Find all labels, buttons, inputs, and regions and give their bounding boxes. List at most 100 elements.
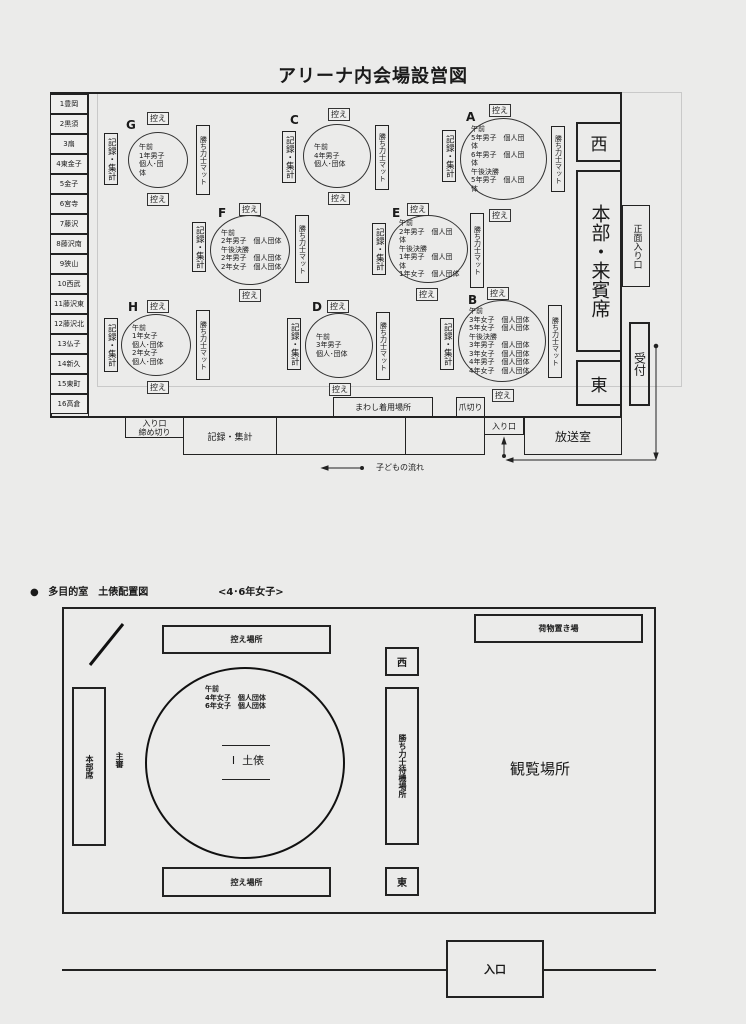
ring-schedule-line: 4年男子 個人団体 <box>469 358 530 366</box>
record-box: 記録・集計 <box>282 131 296 183</box>
ring-schedule-line: 5年女子 個人団体 <box>469 324 530 332</box>
ring-schedule-line: 2年男子 個人団 <box>399 227 453 236</box>
diagonal-mark <box>88 623 125 666</box>
ring-schedule-line: 1年女子 <box>132 332 158 341</box>
west-box: 西 <box>385 647 419 676</box>
waiting-box: 控え <box>416 288 438 301</box>
ring-schedule-line: 4年女子 個人団体 <box>469 366 530 375</box>
waiting-box: 控え <box>487 287 509 300</box>
dohyo-line-bottom <box>222 779 270 780</box>
school-item: 8藤沢南 <box>50 234 88 254</box>
dohyo-ring <box>145 667 345 859</box>
ring-schedule-line: 個人･団体 <box>132 357 164 366</box>
ring-schedule-line: 2年男子 個人団体 <box>221 237 282 246</box>
ring-schedule-line: 4年男子 <box>314 151 340 160</box>
ring-schedule-line: 3年男子 個人団体 <box>469 341 530 349</box>
east-box: 東 <box>385 867 419 896</box>
flow-arrow-head <box>505 457 514 463</box>
children-flow-label: 子どもの流れ <box>376 463 424 472</box>
ring-schedule-line: 体 <box>471 184 478 193</box>
waiting-box: 控え <box>489 209 511 222</box>
front-entrance: 正面入り口 <box>622 205 650 287</box>
entrance-box: 入り口 <box>484 417 524 435</box>
entrance-closed-line2: 締め切り <box>138 427 171 437</box>
ring-schedule-line: 午前 <box>316 332 330 341</box>
corridor-line <box>62 969 656 971</box>
flow-arrow-dot <box>502 454 506 458</box>
dohyo-label: I 土俵 <box>231 754 265 767</box>
waiting-box: 控え <box>407 203 429 216</box>
school-item: 6宮寺 <box>50 194 88 214</box>
ring-schedule-line: 体 <box>471 142 478 150</box>
ring-schedule-line: 個人･団体 <box>132 340 164 349</box>
ring-schedule-line: 午前 <box>221 228 235 237</box>
school-item: 2黒須 <box>50 114 88 134</box>
ring-schedule-line: 午後決勝 <box>471 167 499 176</box>
nail-clipping: 爪切り <box>456 397 485 417</box>
school-item: 9狭山 <box>50 254 88 274</box>
schedule-line: 午前 <box>205 685 219 693</box>
ring-schedule-line: 3年女子 個人団体 <box>469 349 530 358</box>
waiting-box: 控え <box>147 112 169 125</box>
ring-label: D <box>312 300 322 314</box>
school-column-divider <box>88 92 89 418</box>
waiting-box: 控え <box>492 389 514 402</box>
ring-schedule-line: 1年男子 <box>139 151 165 160</box>
ring-schedule-line: 体 <box>399 261 406 270</box>
school-item: 14新久 <box>50 354 88 374</box>
ring-schedule-line: 5年男子 個人団 <box>471 176 525 184</box>
viewing-area-label: 観覧場所 <box>510 760 571 778</box>
ring-schedule-line: 2年女子 個人団体 <box>221 262 282 271</box>
luggage-area: 荷物置き場 <box>474 614 643 643</box>
flow-arrow-head <box>653 452 659 461</box>
ring-schedule-line: 体 <box>399 236 406 245</box>
school-item: 12藤沢北 <box>50 314 88 334</box>
broadcast-room: 放送室 <box>524 417 622 455</box>
winner-mat: 勝ち力士マット <box>470 213 484 288</box>
winner-mat: 勝ち力士マット <box>295 215 309 283</box>
bullet-icon: ● <box>30 587 39 598</box>
flow-arrows <box>320 343 659 471</box>
ring-schedule-line: 2年女子 <box>132 349 158 358</box>
school-item: 4東金子 <box>50 154 88 174</box>
section-heading-text: 多目的室 土俵配置図 <box>48 587 149 598</box>
ring-schedule-line: 午前 <box>132 323 146 332</box>
ring-schedule-line: 5年男子 個人団 <box>471 133 525 142</box>
ring-schedule-line: 個人･団体 <box>316 349 348 358</box>
bottom-room <box>405 417 485 455</box>
room-outline <box>62 607 656 914</box>
entrance-box: 入口 <box>446 940 544 998</box>
ring-schedule-line: 体 <box>471 159 478 167</box>
ring-schedule-line: 午後決勝 <box>399 244 427 253</box>
reception: 受付 <box>629 322 650 406</box>
waiting-box: 控え <box>239 203 261 216</box>
hq-seat: 本部席 <box>72 687 106 846</box>
ring-schedule-line: 個人･団 <box>139 160 164 168</box>
record-box: 記録・集計 <box>104 133 118 185</box>
waiting-box: 控え <box>329 383 351 396</box>
flow-arrow-head <box>501 436 507 445</box>
record-box: 記録・集計 <box>287 318 301 370</box>
ring-schedule-line: 3年女子 個人団体 <box>469 315 530 324</box>
ring-schedule-line: 午後決勝 <box>469 332 497 341</box>
waiting-box: 控え <box>147 381 169 394</box>
winner-mat: 勝ち力士マット <box>548 305 562 378</box>
ring-schedule-line: 3年男子 <box>316 341 342 350</box>
waiting-box: 控え <box>239 289 261 302</box>
east-box: 東 <box>576 360 622 406</box>
ring-label: A <box>466 110 476 124</box>
ring-schedule-line: 個人･団体 <box>314 160 346 169</box>
record-box: 記録・集計 <box>104 318 118 372</box>
ring-schedule-line: 2年男子 個人団体 <box>221 254 282 263</box>
west-box: 西 <box>576 122 622 162</box>
flow-arrow-dot <box>360 466 364 470</box>
record-box: 記録・集計 <box>192 222 206 272</box>
ring-label: F <box>218 206 227 220</box>
page-title: アリーナ内会場設営図 <box>278 66 468 87</box>
ring-schedule-line: 午前 <box>314 143 328 152</box>
waiting-area-bottom: 控え場所 <box>162 867 331 897</box>
ring-label: B <box>468 293 478 307</box>
